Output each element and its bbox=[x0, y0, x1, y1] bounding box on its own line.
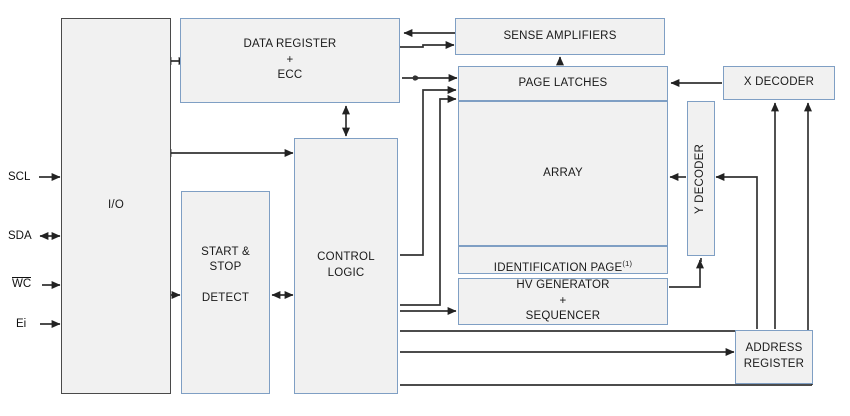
block-identification-page-label: IDENTIFICATION PAGE bbox=[493, 261, 623, 274]
block-sense-amplifiers-label: SENSE AMPLIFIERS bbox=[503, 29, 617, 42]
wire-datareg-pagelatches bbox=[402, 74, 458, 82]
block-hv-generator-sequencer-label: HV GENERATOR + SEQUENCER bbox=[516, 279, 610, 323]
block-control-logic[interactable]: CONTROL LOGIC bbox=[294, 138, 398, 394]
block-y-decoder[interactable]: Y DECODER bbox=[687, 101, 715, 256]
wire-control-pagelatches bbox=[400, 86, 457, 256]
block-array-label: ARRAY bbox=[543, 166, 583, 179]
block-io[interactable]: I/O bbox=[61, 18, 171, 394]
block-control-logic-label: CONTROL LOGIC bbox=[317, 251, 375, 279]
pin-sda-label: SDA bbox=[8, 230, 32, 242]
wire-addrreg-ydecoder bbox=[715, 173, 758, 329]
block-address-register[interactable]: ADDRESS REGISTER bbox=[735, 330, 813, 384]
block-sense-amplifiers[interactable]: SENSE AMPLIFIERS bbox=[455, 18, 665, 55]
block-data-register-ecc-label: DATA REGISTER + ECC bbox=[243, 38, 337, 82]
block-start-stop-detect[interactable]: START & STOP DETECT bbox=[181, 191, 270, 394]
block-y-decoder-label: Y DECODER bbox=[694, 143, 707, 214]
wire-control-array bbox=[400, 95, 457, 306]
block-array[interactable]: ARRAY bbox=[458, 101, 668, 246]
pin-wc-label: WC bbox=[12, 277, 32, 290]
block-identification-page[interactable]: IDENTIFICATION PAGE(1) bbox=[458, 246, 668, 274]
block-x-decoder[interactable]: X DECODER bbox=[723, 66, 835, 100]
block-hv-generator-sequencer[interactable]: HV GENERATOR + SEQUENCER bbox=[458, 278, 668, 325]
wire-control-senseamp bbox=[400, 41, 455, 49]
wire-hv-ydecoder bbox=[669, 259, 704, 288]
block-start-stop-detect-label: START & STOP DETECT bbox=[201, 245, 250, 305]
block-x-decoder-label: X DECODER bbox=[743, 76, 815, 89]
block-address-register-label: ADDRESS REGISTER bbox=[743, 342, 805, 370]
block-page-latches-label: PAGE LATCHES bbox=[518, 76, 608, 89]
block-identification-page-footnote: (1) bbox=[622, 259, 633, 269]
block-data-register-ecc[interactable]: DATA REGISTER + ECC bbox=[180, 18, 400, 103]
block-io-label: I/O bbox=[108, 199, 124, 212]
block-page-latches[interactable]: PAGE LATCHES bbox=[458, 66, 668, 101]
pin-scl-label: SCL bbox=[8, 171, 31, 183]
pin-ei-label: Ei bbox=[16, 318, 27, 330]
